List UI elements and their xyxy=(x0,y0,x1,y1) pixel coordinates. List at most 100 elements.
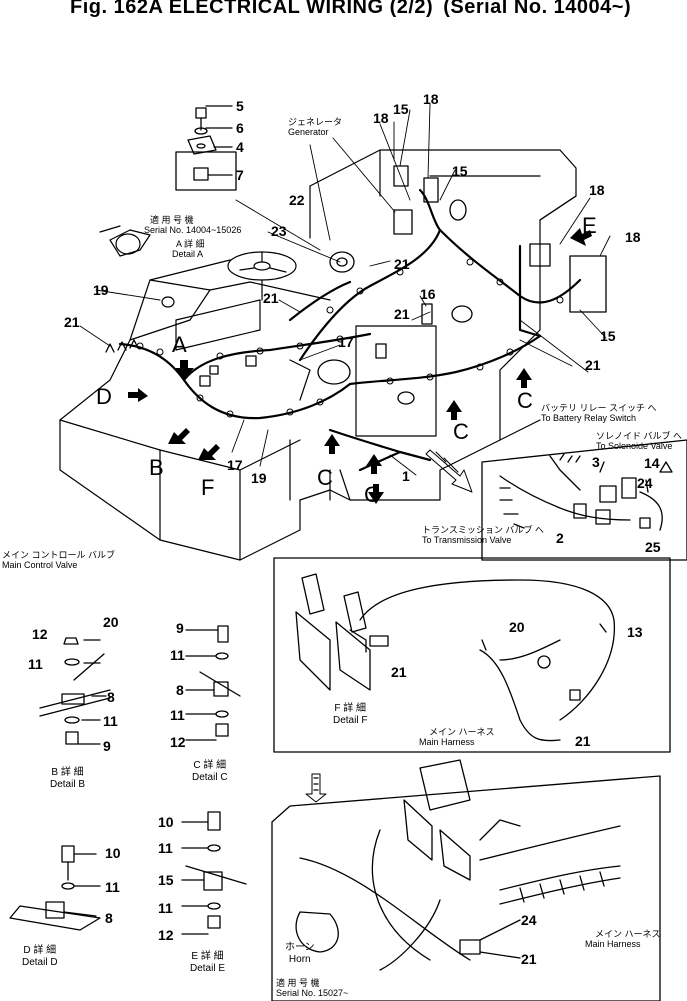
detail-a-fasteners xyxy=(175,105,237,191)
detail-f-jp: F 詳 細 xyxy=(334,703,367,714)
detail-f-caption: F 詳 細 Detail F xyxy=(333,703,367,726)
main-harness-jp: メイン ハーネス xyxy=(429,727,495,737)
figure-serial-range: (Serial No. 14004~) xyxy=(443,0,632,18)
detail-e-caption: E 詳 細 Detail E xyxy=(190,951,225,974)
solenoid-note: ソレノイド バルブ へ To Solenoide Valve xyxy=(596,431,682,452)
callout-2: 2 xyxy=(556,530,564,546)
callout-17: 17 xyxy=(227,457,243,473)
callout-1: 1 xyxy=(402,468,410,484)
callout-12: 12 xyxy=(32,626,48,642)
detail-a-serial-caption: 適 用 号 機 Serial No. 14004~15026 xyxy=(144,215,241,236)
machine-body xyxy=(59,149,577,561)
callout-13: 13 xyxy=(627,624,643,640)
callout-15: 15 xyxy=(158,872,174,888)
detail-c-drawing xyxy=(185,625,241,741)
detail-b-en: Detail B xyxy=(50,778,86,790)
callout-8: 8 xyxy=(107,689,115,705)
generator-label: ジェネレータ Generator xyxy=(288,117,342,138)
detail-c-jp: C 詳 細 xyxy=(193,760,227,771)
callout-24: 24 xyxy=(637,475,653,491)
callout-24: 24 xyxy=(521,912,537,928)
callout-21: 21 xyxy=(391,664,407,680)
callout-4: 4 xyxy=(236,139,244,155)
callout-11: 11 xyxy=(28,656,43,672)
letter-e: E xyxy=(582,213,597,238)
letter-c-bottom: C xyxy=(364,482,380,507)
callout-21: 21 xyxy=(575,733,591,749)
main-harness-note-2: メイン ハーネス Main Harness xyxy=(585,929,661,950)
battery-relay-jp: バッテリ リレー スイッチ へ xyxy=(541,403,657,413)
callout-11: 11 xyxy=(158,900,173,916)
callout-18: 18 xyxy=(625,229,641,245)
letter-c-right: C xyxy=(517,388,533,413)
detail-d-caption: D 詳 細 Detail D xyxy=(22,945,58,968)
callout-20: 20 xyxy=(103,614,119,630)
callout-21: 21 xyxy=(394,306,410,322)
main-harness-note: メイン ハーネス Main Harness xyxy=(419,727,495,748)
callout-3: 3 xyxy=(592,454,600,470)
main-harness-en: Main Harness xyxy=(419,737,475,748)
horn-en: Horn xyxy=(288,953,311,965)
horn-caption: ホーン Horn xyxy=(285,942,315,965)
detail-d-drawing xyxy=(9,845,101,931)
bottom-serial-en: Serial No. 15027~ xyxy=(276,988,349,999)
harness-beads xyxy=(136,258,564,418)
callout-17: 17 xyxy=(338,334,354,350)
detail-b-drawing xyxy=(39,637,111,745)
callout-20: 20 xyxy=(509,619,525,635)
letter-c-left: C xyxy=(317,465,333,490)
callout-12: 12 xyxy=(170,734,186,750)
detail-b-jp: B 詳 細 xyxy=(51,767,84,778)
letter-a: A xyxy=(172,332,187,357)
detail-d-en: Detail D xyxy=(22,956,58,968)
callout-21: 21 xyxy=(394,256,410,272)
generator-label-en: Generator xyxy=(288,127,329,138)
letter-d: D xyxy=(96,384,112,409)
main-harness2-en: Main Harness xyxy=(585,939,641,950)
battery-relay-note: バッテリ リレー スイッチ へ To Battery Relay Switch xyxy=(541,403,657,424)
detail-f-box xyxy=(273,557,671,753)
detail-c-caption: C 詳 細 Detail C xyxy=(192,760,228,783)
callout-21: 21 xyxy=(64,314,80,330)
callout-21: 21 xyxy=(263,290,279,306)
callout-19: 19 xyxy=(251,470,267,486)
main-control-valve-note: メイン コントロール バルブ Main Control Valve xyxy=(2,550,115,571)
callout-18: 18 xyxy=(373,110,389,126)
detail-a-en: Detail A xyxy=(172,249,204,260)
callout-23: 23 xyxy=(271,223,287,239)
callout-22: 22 xyxy=(289,192,305,208)
callout-11: 11 xyxy=(105,879,120,895)
letter-b: B xyxy=(149,455,164,480)
main-control-jp: メイン コントロール バルブ xyxy=(2,550,116,560)
callout-15: 15 xyxy=(393,101,409,117)
letter-c-mid: C xyxy=(453,419,469,444)
detail-d-jp: D 詳 細 xyxy=(23,945,57,956)
battery-relay-en: To Battery Relay Switch xyxy=(541,413,637,424)
callout-19: 19 xyxy=(93,282,109,298)
detail-c-en: Detail C xyxy=(192,771,228,783)
bottom-serial-jp: 適 用 号 機 xyxy=(276,978,320,988)
detail-a-jp: A 詳 細 xyxy=(176,239,205,249)
bottom-detail-box xyxy=(271,759,661,1001)
callout-5: 5 xyxy=(236,98,244,114)
callout-10: 10 xyxy=(105,845,121,861)
components xyxy=(105,165,607,405)
detail-f-en: Detail F xyxy=(333,714,368,726)
detail-e-jp: E 詳 細 xyxy=(191,951,224,962)
callout-25: 25 xyxy=(645,539,661,555)
callout-16: 16 xyxy=(420,286,436,302)
detail-a-serial-en: Serial No. 14004~15026 xyxy=(144,225,242,236)
direction-arrows xyxy=(128,228,592,504)
callout-21: 21 xyxy=(521,951,537,967)
transmission-jp: トランスミッション バルブ へ xyxy=(422,525,544,535)
callout-6: 6 xyxy=(236,120,244,136)
detail-b-caption: B 詳 細 Detail B xyxy=(50,767,85,790)
figure-title: Fig. 162A ELECTRICAL WIRING (2/2)(Serial… xyxy=(70,0,631,19)
callout-15: 15 xyxy=(452,163,468,179)
main-harness2-jp: メイン ハーネス xyxy=(595,929,661,939)
detail-e-drawing xyxy=(181,811,247,935)
callout-18: 18 xyxy=(589,182,605,198)
callout-11: 11 xyxy=(103,713,118,729)
detail-a-caption: A 詳 細 Detail A xyxy=(172,239,205,260)
